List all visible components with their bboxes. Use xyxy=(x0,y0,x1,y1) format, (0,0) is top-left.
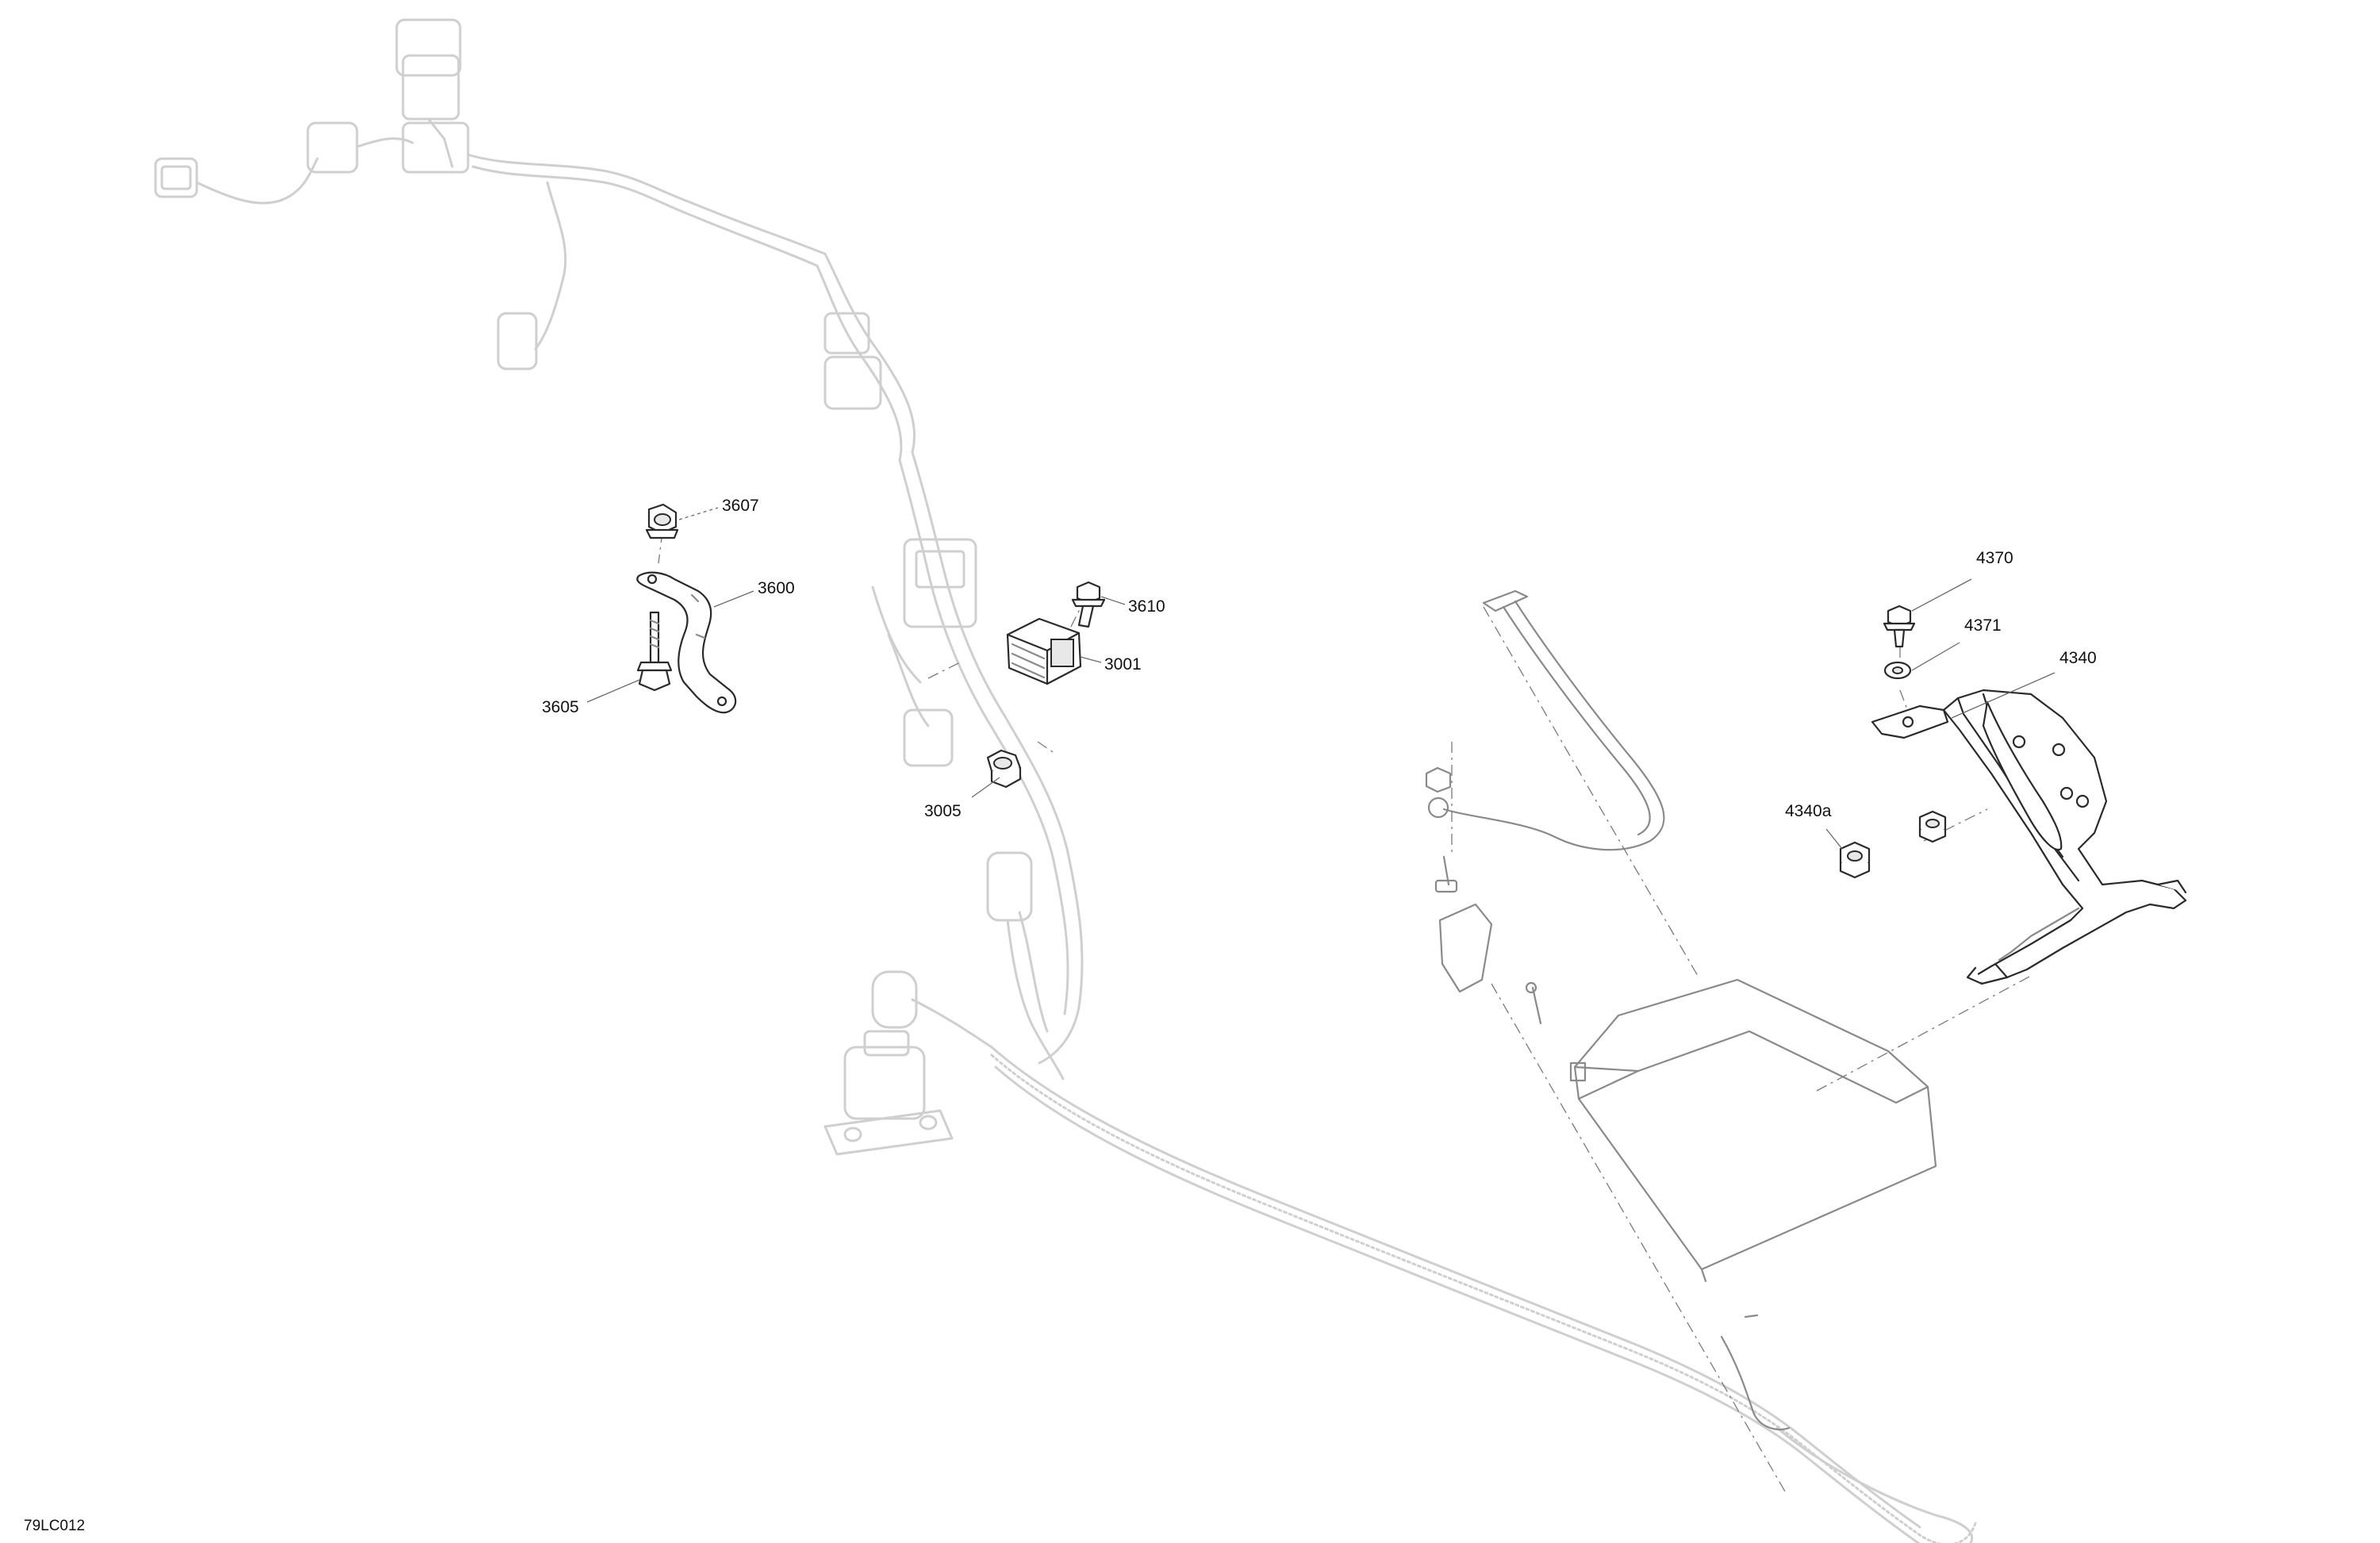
callout-3600: 3600 xyxy=(758,579,795,597)
callout-4370: 4370 xyxy=(1976,549,2013,567)
battery xyxy=(1569,978,1937,1283)
part-3005-nut xyxy=(986,749,1022,789)
callout-3605: 3605 xyxy=(542,698,579,716)
part-3001-connector xyxy=(1006,617,1082,685)
leader-lines xyxy=(586,507,2056,850)
drawing-code: 79LC012 xyxy=(24,1518,86,1534)
part-3605-screw xyxy=(636,611,673,692)
part-4340-bracket xyxy=(1871,689,2187,985)
part-3610-screw xyxy=(1071,581,1106,628)
assembly-lines xyxy=(651,531,2032,1492)
part-4370-screw xyxy=(1883,605,1916,648)
battery-cables xyxy=(1425,589,1791,1430)
callout-3607: 3607 xyxy=(722,497,759,515)
part-4340a-nuts xyxy=(1839,810,1947,879)
callout-4340: 4340 xyxy=(2059,649,2097,667)
part-4371-washer xyxy=(1883,661,1912,680)
callout-3001: 3001 xyxy=(1104,655,1142,674)
part-3600-ground-strap xyxy=(636,571,737,714)
callout-3610: 3610 xyxy=(1128,597,1165,616)
corrugated-harness xyxy=(990,1046,1977,1543)
callout-4340a: 4340a xyxy=(1785,802,1832,820)
callout-3005: 3005 xyxy=(924,802,962,820)
part-3607-nut xyxy=(645,503,679,539)
callout-4371: 4371 xyxy=(1964,616,2002,635)
main-wiring-harness xyxy=(154,18,1084,1156)
